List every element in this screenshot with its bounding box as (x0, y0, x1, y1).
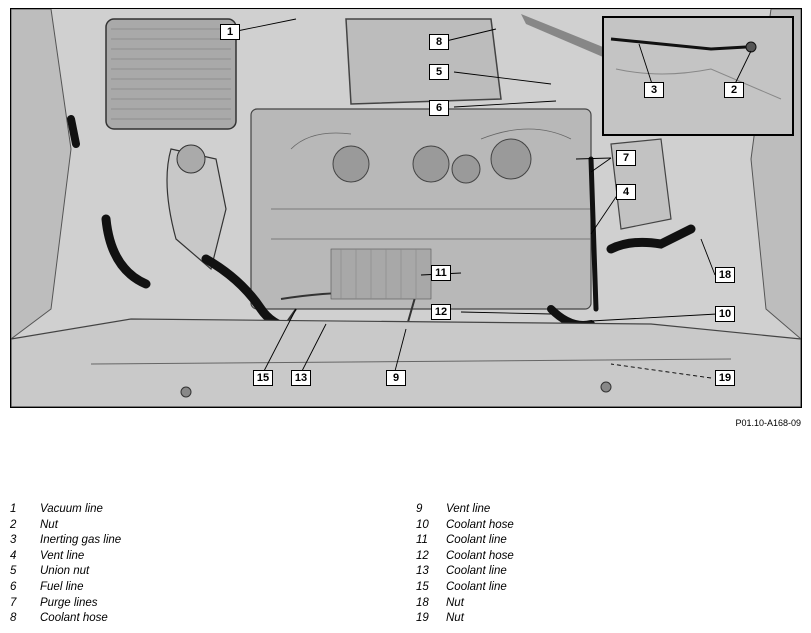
callout-7: 7 (616, 150, 636, 166)
legend-number: 11 (416, 534, 428, 547)
legend-number: 5 (10, 565, 17, 578)
legend-label: Nut (446, 612, 464, 625)
legend-number: 6 (10, 580, 17, 593)
callout-18: 18 (715, 267, 735, 283)
callout-11: 11 (431, 265, 451, 281)
legend-label: Coolant hose (40, 612, 108, 625)
legend-left: 1 Vacuum line 2 Nut 3 Inerting gas line 4 Ve… (10, 502, 121, 627)
legend-item: 12 Coolant hose (416, 549, 514, 565)
legend-label: Fuel line (40, 580, 84, 593)
legend-label: Coolant hose (446, 549, 514, 562)
callout-1: 1 (220, 24, 240, 40)
callout-15: 15 (253, 370, 273, 386)
figure-code: P01.10-A168-09 (735, 418, 801, 428)
legend-number: 10 (416, 518, 429, 531)
engine-illustration (11, 9, 801, 407)
legend-number: 12 (416, 549, 429, 562)
legend-label: Nut (446, 596, 464, 609)
legend-number: 7 (10, 596, 17, 609)
callout-19: 19 (715, 370, 735, 386)
legend-item: 5 Union nut (10, 564, 121, 580)
legend-number: 9 (416, 503, 423, 515)
legend-number: 3 (10, 534, 17, 547)
legend-item: 7 Purge lines (10, 596, 121, 612)
legend-label: Vent line (446, 503, 491, 515)
legend-label: Coolant hose (446, 518, 514, 531)
callout-12: 12 (431, 304, 451, 320)
callout-3: 3 (644, 82, 664, 98)
legend-item: 2 Nut (10, 518, 121, 534)
legend-number: 1 (10, 503, 17, 515)
legend-label: Coolant line (446, 534, 507, 547)
legend-number: 13 (416, 565, 429, 578)
legend-label: Vent line (40, 549, 85, 562)
legend-item: 15 Coolant line (416, 580, 514, 596)
callout-4: 4 (616, 184, 636, 200)
legend-item: 10 Coolant hose (416, 518, 514, 534)
callout-6: 6 (429, 100, 449, 116)
callout-2: 2 (724, 82, 744, 98)
legend-item: 13 Coolant line (416, 564, 514, 580)
legend-number: 8 (10, 612, 17, 625)
legend-label: Coolant line (446, 565, 507, 578)
legend-label: Inerting gas line (40, 534, 122, 547)
legend-item: 6 Fuel line (10, 580, 121, 596)
legend-item: 3 Inerting gas line (10, 533, 121, 549)
legend-number: 15 (416, 580, 429, 593)
legend-item: 1 Vacuum line (10, 502, 121, 518)
callout-9: 9 (386, 370, 406, 386)
legend-number: 18 (416, 596, 429, 609)
legend-label: Purge lines (40, 596, 98, 609)
legend-item: 18 Nut (416, 596, 514, 612)
callout-13: 13 (291, 370, 311, 386)
legend-item: 11 Coolant line (416, 533, 514, 549)
legend-item: 8 Coolant hose (10, 611, 121, 627)
legend-item: 4 Vent line (10, 549, 121, 565)
engine-compartment-figure: 1 8 5 6 7 4 3 2 11 12 10 18 19 15 13 9 (10, 8, 802, 408)
legend-label: Vacuum line (40, 503, 103, 515)
legend-number: 2 (10, 518, 17, 531)
legend-label: Nut (40, 518, 58, 531)
legend-label: Coolant line (446, 580, 507, 593)
callout-5: 5 (429, 64, 449, 80)
legend-item: 9 Vent line (416, 502, 514, 518)
legend-label: Union nut (40, 565, 90, 578)
callout-8: 8 (429, 34, 449, 50)
legend-item: 19 Nut (416, 611, 514, 627)
callout-10: 10 (715, 306, 735, 322)
legend-number: 4 (10, 549, 17, 562)
legend-number: 19 (416, 612, 429, 625)
